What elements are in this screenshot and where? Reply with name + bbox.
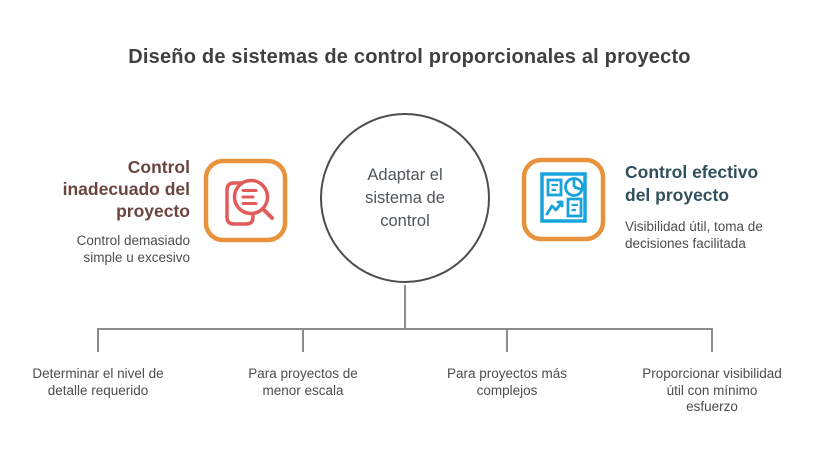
branch-label-1: Determinar el nivel de detalle requerido <box>32 366 164 398</box>
right-node: Control efectivo del proyecto Visibilida… <box>625 161 811 252</box>
dashboard-charts-icon <box>521 157 606 242</box>
branch-label-2: Para proyectos de menor escala <box>248 366 358 398</box>
right-node-heading: Control efectivo del proyecto <box>625 162 759 205</box>
document-magnifier-icon <box>203 158 288 243</box>
left-node-heading: Control inadecuado del proyecto <box>62 157 190 221</box>
page-title: Diseño de sistemas de control proporcion… <box>128 46 691 68</box>
left-node: Control inadecuado del proyecto Control … <box>14 156 190 266</box>
central-node-label: Adaptar el sistema de control <box>365 165 445 230</box>
left-node-subtext: Control demasiado simple u excesivo <box>76 233 190 265</box>
right-node-subtext: Visibilidad útil, toma de decisiones fac… <box>625 219 763 251</box>
branch-label-3: Para proyectos más complejos <box>446 366 568 398</box>
branch-label-4: Proporcionar visibilidad útil con mínimo… <box>642 366 782 414</box>
central-node: Adaptar el sistema de control <box>320 113 490 283</box>
